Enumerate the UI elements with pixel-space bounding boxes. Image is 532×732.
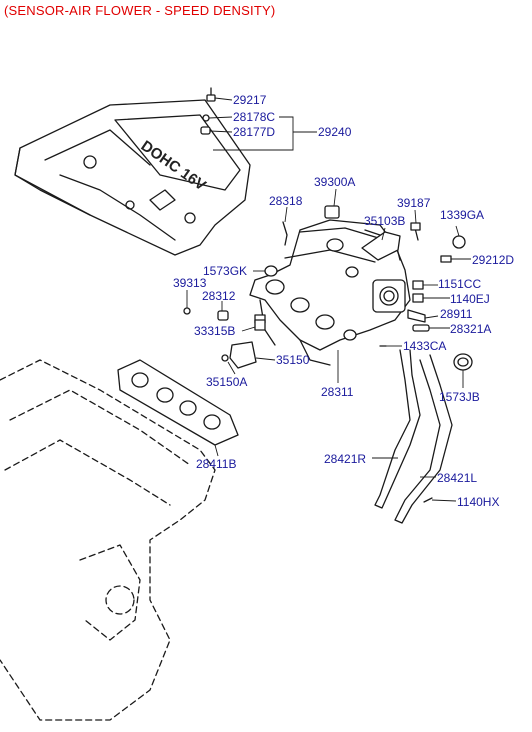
part-label-28421r: 28421R (324, 452, 367, 466)
part-label-1151cc: 1151CC (438, 277, 482, 291)
bracket-28318 (282, 221, 288, 246)
part-label-28411b: 28411B (196, 457, 237, 471)
sensor-35150 (229, 341, 257, 369)
part-label-1573gk: 1573GK (203, 264, 248, 278)
part-label-29217: 29217 (233, 93, 267, 107)
part-28312 (217, 310, 229, 321)
part-label-39313: 39313 (173, 276, 207, 290)
part-label-28421l: 28421L (437, 471, 478, 485)
part-28321a (412, 324, 430, 332)
ring-1573jb (453, 353, 473, 371)
part-label-28311: 28311 (321, 385, 354, 399)
sensor-39300a (324, 205, 340, 219)
leader-lines (186, 97, 471, 502)
sensor-35150a (221, 354, 229, 362)
part-label-35150a: 35150A (206, 375, 248, 389)
part-label-1339ga: 1339GA (440, 208, 485, 222)
part-label-1433ca: 1433CA (403, 339, 447, 353)
engine-cover: DOHC 16V (14, 99, 251, 256)
diagram-header: (SENSOR-AIR FLOWER - SPEED DENSITY) (4, 3, 276, 18)
part-label-35103b: 35103B (364, 214, 406, 228)
part-33315b (254, 319, 266, 331)
part-1151cc (412, 280, 424, 290)
part-28911 (407, 309, 426, 323)
gasket-28411b (117, 359, 239, 446)
part-label-39300a: 39300A (314, 175, 356, 189)
part-label-29240: 29240 (318, 125, 352, 139)
part-label-28312: 28312 (202, 289, 236, 303)
part-39313 (183, 307, 191, 315)
part-label-1140ej: 1140EJ (450, 292, 490, 306)
part-label-1573jb: 1573JB (439, 390, 480, 404)
part-label-28911: 28911 (440, 307, 473, 321)
part-label-29212d: 29212D (472, 253, 515, 267)
support-brackets (374, 349, 453, 524)
fitting-39187-head (410, 222, 421, 231)
engine-block (0, 359, 216, 721)
part-label-28178c: 28178C (233, 110, 276, 124)
part-label-39187: 39187 (397, 196, 431, 210)
part-label-1140hx: 1140HX (457, 495, 500, 509)
part-label-28318: 28318 (269, 194, 303, 208)
plug-1339ga (452, 235, 466, 249)
bracket-35103b (361, 231, 401, 261)
part-label-28177d: 28177D (233, 125, 276, 139)
part-1140ej (412, 293, 424, 303)
part-label-35150: 35150 (276, 353, 310, 367)
bolt-29212d (440, 255, 452, 263)
oring-1573gk (264, 265, 278, 277)
part-label-28321a: 28321A (450, 322, 492, 336)
part-label-33315b: 33315B (194, 324, 236, 338)
